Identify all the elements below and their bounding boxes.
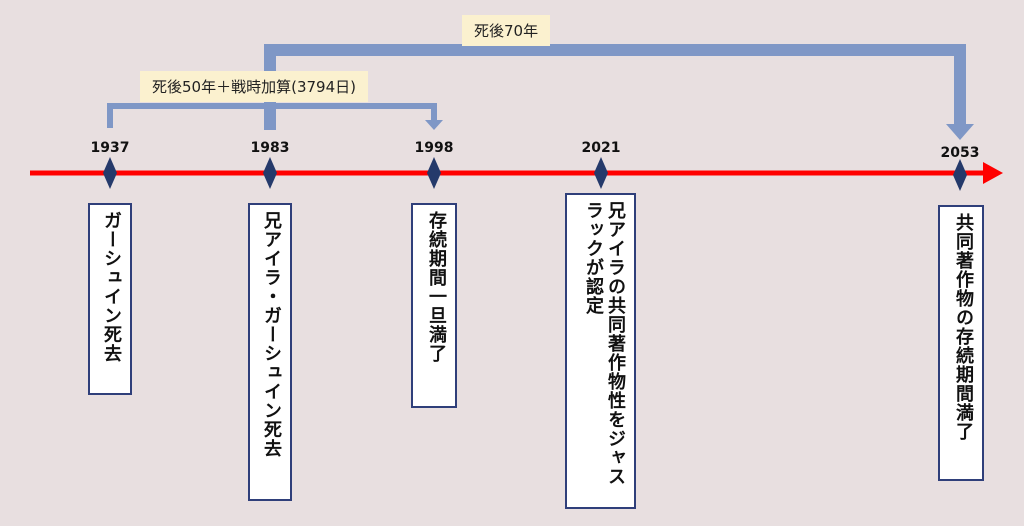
year-label-2021: 2021 xyxy=(581,140,621,156)
marker-2053 xyxy=(953,159,967,191)
year-label-2053: 2053 xyxy=(940,145,980,161)
event-box-2021: 兄アイラの共同著作物性をジャスラックが認定 xyxy=(565,193,636,509)
bracket-long-arrowhead xyxy=(946,124,974,140)
event-box-1983: 兄アイラ・ガーシュイン死去 xyxy=(248,203,292,501)
event-box-1937: ガーシュイン死去 xyxy=(88,203,132,395)
span-label-long: 死後70年 xyxy=(462,15,551,46)
marker-1937 xyxy=(103,157,117,189)
year-label-1937: 1937 xyxy=(90,140,130,156)
timeline-arrowhead xyxy=(983,162,1003,184)
year-label-1998: 1998 xyxy=(414,140,454,156)
marker-2021 xyxy=(594,157,608,189)
bracket-short-arrowhead xyxy=(425,120,443,130)
marker-1983 xyxy=(263,157,277,189)
bracket-long xyxy=(264,44,966,130)
year-label-1983: 1983 xyxy=(250,140,290,156)
span-label-short: 死後50年＋戦時加算(3794日) xyxy=(140,71,368,102)
event-box-1998: 存続期間一旦満了 xyxy=(411,203,457,408)
marker-1998 xyxy=(427,157,441,189)
event-box-2053: 共同著作物の存続期間満了 xyxy=(938,205,984,481)
